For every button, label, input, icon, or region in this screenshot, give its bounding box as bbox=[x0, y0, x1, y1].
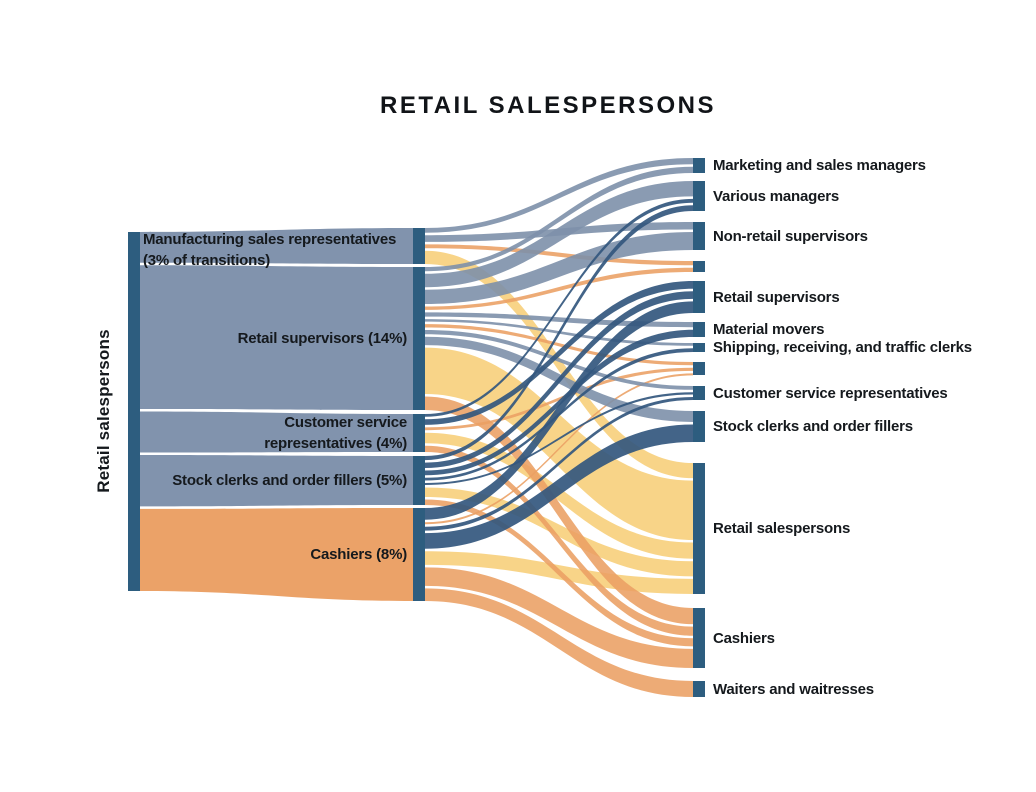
node-service-a bbox=[693, 261, 705, 272]
flow-retail-salespersons-mfg bbox=[140, 228, 413, 264]
node-cashiers-r bbox=[693, 608, 705, 668]
flow-retail-sup-marketing bbox=[425, 166, 693, 272]
flow-cashiers-service-b bbox=[425, 373, 693, 525]
node-label-retail-sales-r: Retail salespersons bbox=[713, 520, 851, 537]
flow-cust-serv-service-b bbox=[425, 367, 693, 431]
chart-title: RETAIL SALESPERSONS bbox=[380, 92, 716, 119]
node-stock-r bbox=[693, 411, 705, 442]
flow-cashiers-cust-serv-r bbox=[425, 397, 693, 531]
flow-stock-cashiers-r bbox=[425, 499, 693, 647]
flow-retail-sup-service-b bbox=[425, 324, 693, 366]
flow-stock-material-movers bbox=[425, 329, 693, 476]
flow-cust-serv-cashiers-r bbox=[425, 445, 693, 636]
node-retail-salespersons bbox=[128, 232, 140, 591]
node-label-retail-sup-r: Retail supervisors bbox=[713, 288, 840, 306]
flow-cashiers-waiters bbox=[425, 588, 693, 697]
node-label-nonretail-sup: Non-retail supervisors bbox=[713, 227, 868, 245]
flow-mfg-retail-sales-r bbox=[425, 250, 693, 479]
node-nonretail-sup bbox=[693, 222, 705, 250]
left-axis-label: Retail salespersons bbox=[94, 329, 113, 493]
flow-retail-sup-cust-serv-r bbox=[425, 330, 693, 390]
flow-retail-sup-nonretail-sup bbox=[425, 231, 693, 305]
flow-retail-salespersons-retail-sup bbox=[140, 265, 413, 410]
flow-stock-various-mgr bbox=[425, 205, 693, 461]
flow-retail-sup-service-a bbox=[425, 267, 693, 310]
flow-retail-sup-material-movers bbox=[425, 312, 693, 328]
flow-retail-sup-retail-sales-r bbox=[425, 347, 693, 541]
flow-mfg-marketing bbox=[425, 158, 693, 233]
node-label-shipping: Shipping, receiving, and traffic clerks bbox=[713, 339, 972, 356]
flow-cashiers-cashiers-r bbox=[425, 567, 693, 668]
flow-cust-serv-various-mgr bbox=[425, 198, 693, 417]
node-label-stock: Stock clerks and order fillers (5%) bbox=[172, 472, 407, 489]
node-label-marketing: Marketing and sales managers bbox=[713, 157, 926, 174]
node-cashiers bbox=[413, 508, 425, 601]
node-label-material-movers: Material movers bbox=[713, 321, 825, 338]
node-retail-sales-r bbox=[693, 463, 705, 594]
flow-retail-salespersons-cust-serv bbox=[140, 411, 413, 453]
node-cust-serv-r bbox=[693, 386, 705, 400]
node-material-movers bbox=[693, 322, 705, 337]
node-retail-sup-r bbox=[693, 281, 705, 313]
node-label-waiters: Waiters and waitresses bbox=[713, 680, 874, 698]
node-stock bbox=[413, 456, 425, 505]
node-label-cashiers: Cashiers (8%) bbox=[310, 546, 407, 563]
node-various-mgr bbox=[693, 181, 705, 211]
flow-cust-serv-retail-sales-r bbox=[425, 432, 693, 559]
node-label-various-mgr: Various managers bbox=[713, 187, 840, 205]
node-cust-serv bbox=[413, 414, 425, 452]
flow-stock-cust-serv-r bbox=[425, 392, 693, 486]
flow-cust-serv-retail-sup-r bbox=[425, 281, 693, 425]
node-retail-sup bbox=[413, 267, 425, 410]
flow-mfg-service-a bbox=[425, 244, 693, 266]
node-label-retail-sup: Retail supervisors (14%) bbox=[237, 330, 408, 347]
flow-cashiers-stock-r bbox=[425, 424, 693, 549]
flow-cashiers-retail-sup-r bbox=[425, 301, 693, 520]
flow-retail-salespersons-stock bbox=[140, 455, 413, 507]
flow-retail-sup-various-mgr bbox=[425, 181, 693, 288]
flow-stock-retail-sales-r bbox=[425, 487, 693, 577]
node-shipping bbox=[693, 343, 705, 352]
node-service-b bbox=[693, 362, 705, 375]
node-label-stock-r: Stock clerks and order fillers bbox=[713, 418, 913, 435]
node-label-mfg: Manufacturing sales representatives(3% o… bbox=[143, 231, 397, 269]
node-label-cust-serv-r: Customer service representatives bbox=[713, 384, 948, 402]
flow-retail-sup-cashiers-r bbox=[425, 396, 693, 625]
node-label-cashiers-r: Cashiers bbox=[713, 629, 775, 647]
node-marketing bbox=[693, 158, 705, 173]
node-waiters bbox=[693, 681, 705, 697]
node-mfg bbox=[413, 228, 425, 264]
flow-retail-salespersons-cashiers bbox=[140, 508, 413, 601]
flow-stock-retail-sup-r bbox=[425, 291, 693, 469]
